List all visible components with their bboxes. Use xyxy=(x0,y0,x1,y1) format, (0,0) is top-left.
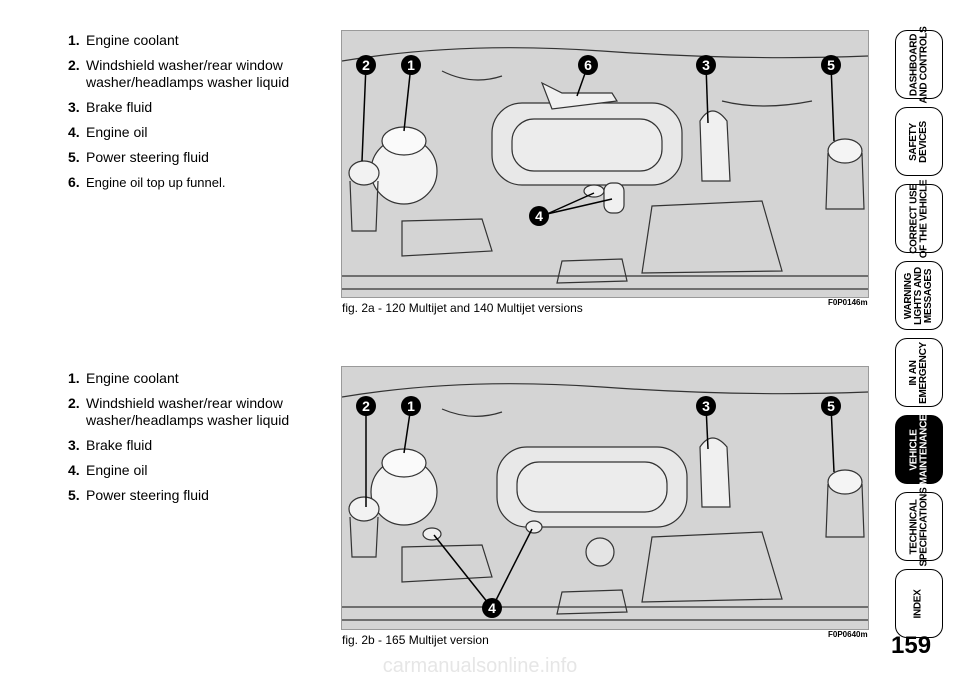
list-item: 3.Brake fluid xyxy=(68,99,153,115)
callout-2: 2 xyxy=(362,398,370,414)
callout-6: 6 xyxy=(584,57,592,73)
list-item: 3.Brake fluid xyxy=(68,437,153,453)
list-item: 1.Engine coolant xyxy=(68,32,179,48)
callout-3: 3 xyxy=(702,398,710,414)
page-number: 159 xyxy=(891,632,932,659)
callout-markers: 2 1 6 3 5 4 xyxy=(356,55,841,226)
callout-5: 5 xyxy=(827,57,835,73)
callout-3: 3 xyxy=(702,57,710,73)
list-item: 5.Power steering fluid xyxy=(68,487,209,503)
list-item: 5.Power steering fluid xyxy=(68,149,209,165)
callout-4: 4 xyxy=(535,208,543,224)
list-item: 2.Windshield washer/rear window washer/h… xyxy=(68,395,290,428)
tab-dashboard-and-controls[interactable]: DASHBOARD AND CONTROLS xyxy=(895,26,943,103)
engine-bay-illustration: 2 1 3 5 4 xyxy=(342,383,868,621)
tab-warning-lights[interactable]: WARNING LIGHTS AND MESSAGES xyxy=(895,261,943,330)
list-item: 4.Engine oil xyxy=(68,462,148,478)
list-item: 4.Engine oil xyxy=(68,124,148,140)
component-list-1: 1.Engine coolant 2.Windshield washer/rea… xyxy=(68,32,328,199)
callout-2: 2 xyxy=(362,57,370,73)
tab-safety-devices[interactable]: SAFETY DEVICES xyxy=(895,107,943,176)
engine-bay-illustration: 2 1 6 3 5 4 xyxy=(342,47,868,290)
engine-bay-figure-2b: 2 1 3 5 4 xyxy=(341,366,869,630)
list-item: 6.Engine oil top up funnel. xyxy=(68,174,226,190)
callout-5: 5 xyxy=(827,398,835,414)
list-item: 1.Engine coolant xyxy=(68,370,179,386)
tab-index[interactable]: INDEX xyxy=(895,569,943,638)
figure-caption-2b: fig. 2b - 165 Multijet version xyxy=(342,633,489,647)
tab-technical-specifications[interactable]: TECHNICAL SPECIFICATIONS xyxy=(895,487,943,566)
figure-caption-2a: fig. 2a - 120 Multijet and 140 Multijet … xyxy=(342,301,583,315)
list-item: 2.Windshield washer/rear window washer/h… xyxy=(68,57,290,90)
callout-1: 1 xyxy=(407,57,415,73)
callout-4: 4 xyxy=(488,600,496,616)
tab-in-an-emergency[interactable]: IN AN EMERGENCY xyxy=(895,338,943,407)
figure-code-2a: F0P0146m xyxy=(828,298,868,307)
engine-bay-figure-2a: 2 1 6 3 5 4 xyxy=(341,30,869,298)
tab-vehicle-maintenance[interactable]: VEHICLE MAINTENANCE xyxy=(895,414,943,485)
callout-markers: 2 1 3 5 4 xyxy=(356,396,841,618)
watermark: carmanualsonline.info xyxy=(382,655,578,677)
figure-code-2b: F0P0640m xyxy=(828,630,868,639)
callout-1: 1 xyxy=(407,398,415,414)
component-list-2: 1.Engine coolant 2.Windshield washer/rea… xyxy=(68,370,328,512)
tab-correct-use[interactable]: CORRECT USE OF THE VEHICLE xyxy=(895,179,943,258)
